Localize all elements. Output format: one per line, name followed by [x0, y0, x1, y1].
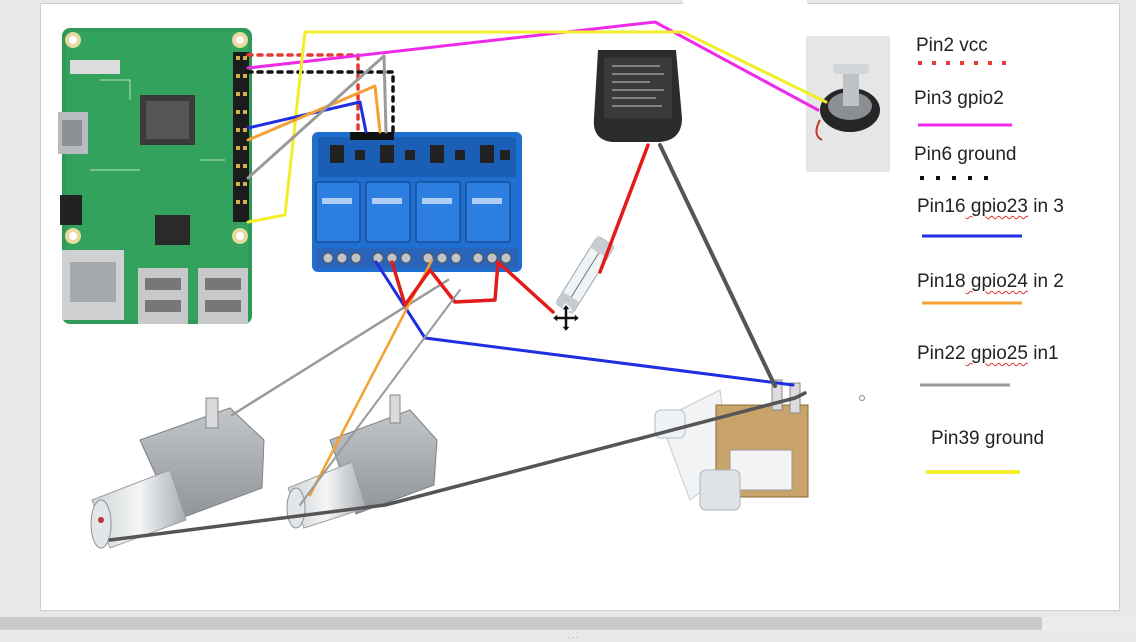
wire-adapter-red [598, 143, 650, 274]
legend-lines [918, 61, 1022, 474]
legend-label-pin18: Pin18 gpio24 in 2 [917, 271, 1064, 292]
resize-grip-icon[interactable]: ··· [567, 632, 579, 642]
legend-label-pin6: Pin6 ground [914, 144, 1017, 165]
legend-label-pin3: Pin3 gpio2 [914, 88, 1004, 109]
horizontal-scrollbar-thumb[interactable] [0, 617, 1042, 630]
wire-motor-gray [299, 289, 461, 506]
legend-label-pin22: Pin22 gpio25 in1 [917, 343, 1059, 364]
move-cursor-icon [550, 302, 582, 334]
mini-pump-motor [806, 36, 890, 172]
wire-motors-dark [108, 391, 807, 542]
worm-gear-motor [90, 397, 265, 549]
wire-relay-orange-motor [308, 258, 434, 497]
canvas-top-gap [683, 0, 807, 4]
wire-pin16-gpio23 [246, 100, 368, 134]
raspberry-pi-board [58, 28, 252, 324]
wire-relay-gray-motor [230, 278, 450, 417]
wire-pin6-ground [246, 70, 395, 134]
wire-pin18-gpio24 [246, 84, 382, 142]
legend-label-pin2: Pin2 vcc [916, 35, 988, 56]
small-dot [859, 395, 865, 401]
glass-fuse [555, 235, 615, 315]
legend-label-pin16: Pin16 gpio23 in 3 [917, 196, 1064, 217]
4-channel-relay-module [312, 132, 522, 272]
wire-pin22-gpio25 [246, 54, 388, 180]
wire-relay-red-jumpers [390, 260, 555, 314]
solenoid-water-valve [654, 379, 809, 511]
wire-adapter-gray [658, 143, 777, 388]
wire-pin39-ground [246, 30, 828, 224]
wire-pin3-gpio2 [246, 20, 820, 112]
legend-label-pin39: Pin39 ground [931, 428, 1045, 449]
wires [108, 20, 828, 542]
ac-power-adapter [593, 50, 682, 142]
